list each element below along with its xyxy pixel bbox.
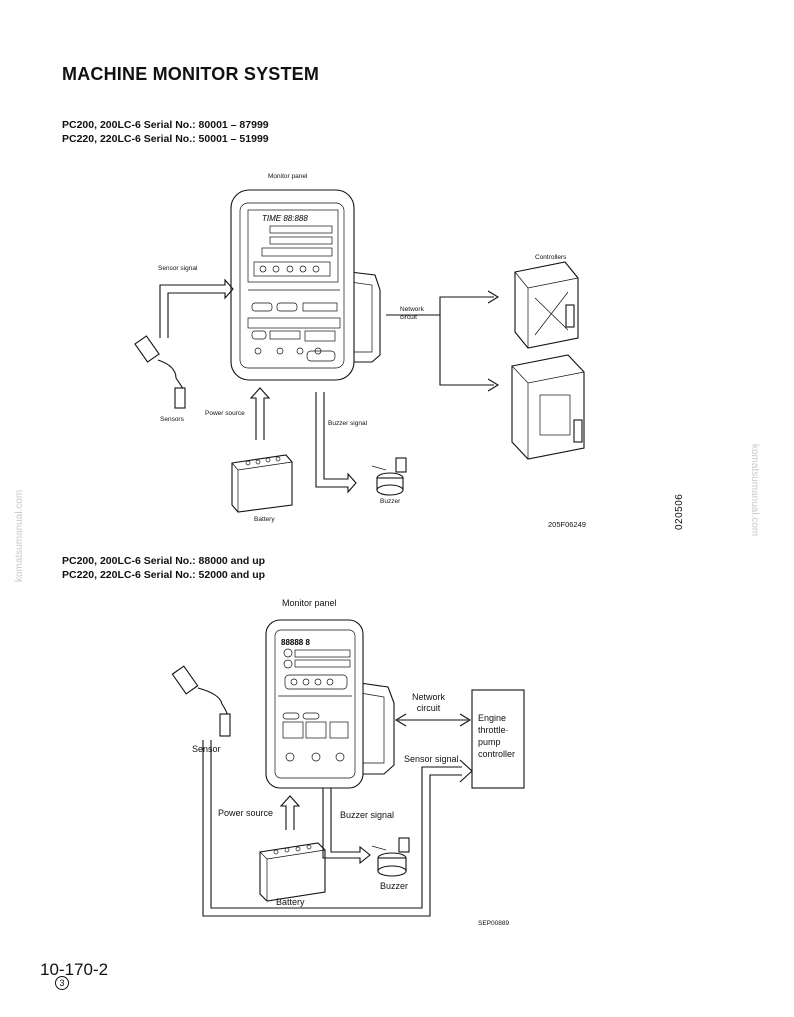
diagram1-serial-line2: PC220, 220LC-6 Serial No.: 50001 – 51999 (62, 133, 269, 145)
diagram1-figure-code: 205F06249 (548, 520, 586, 529)
controller-upper-illustration (514, 261, 579, 349)
diagram2-serial-line2: PC220, 220LC-6 Serial No.: 52000 and up (62, 569, 266, 581)
buzzer-signal-arrow-1 (315, 392, 357, 494)
power-source-arrow-2 (279, 795, 301, 830)
diagram2-controller-line3: pump (478, 737, 501, 747)
buzzer-1-illustration (371, 457, 407, 496)
diagram1-buzzer-signal-label: Buzzer signal (328, 420, 368, 427)
diagram2-network-label-line2: circuit (416, 703, 441, 713)
diagram1-sensor-signal-label: Sensor signal (158, 265, 198, 272)
svg-text:88888 8: 88888 8 (281, 638, 310, 647)
diagram2-monitor-panel-label: Monitor panel (282, 598, 337, 608)
diagram1-power-source-label: Power source (205, 410, 245, 417)
diagram2-controller-line2: throttle· (478, 725, 509, 735)
diagram2-battery-label: Battery (276, 897, 305, 907)
monitor-panel-1-illustration: TIME 88:888 (230, 189, 381, 381)
page-number: 10-170-2 (40, 960, 109, 979)
sensor-2-illustration (171, 665, 231, 737)
diagram2-network-circuit-label: Network circuit (412, 692, 445, 714)
revision-mark: 3 (55, 976, 69, 990)
diagram1-serial-line1: PC200, 200LC-6 Serial No.: 80001 – 87999 (62, 119, 269, 131)
battery-1-illustration (231, 454, 293, 513)
diagram1-serial-header: PC200, 200LC-6 Serial No.: 80001 – 87999… (62, 118, 269, 146)
network-arrow-left-2 (394, 713, 407, 727)
diagram1-network-label-line2: circuit (400, 314, 417, 321)
diagram2-serial-line1: PC200, 200LC-6 Serial No.: 88000 and up (62, 555, 266, 567)
diagram1-network-circuit-label: Network circuit (400, 306, 424, 322)
diagram2-buzzer-signal-label: Buzzer signal (340, 810, 395, 820)
network-arrow-upper-1 (386, 296, 494, 316)
diagram1-buzzer-label: Buzzer (380, 498, 401, 505)
sensors-1-illustration (134, 335, 186, 409)
diagram2-controller-line4: controller (478, 749, 516, 759)
diagram1-battery-label: Battery (254, 516, 275, 523)
diagram2-figure-code: SEP00889 (478, 920, 510, 927)
controller-lower-illustration (511, 354, 585, 460)
power-source-arrow-1 (249, 387, 271, 440)
diagram2-buzzer-label: Buzzer (380, 881, 409, 891)
watermark-left: komatsumanual.com (14, 489, 25, 582)
buzzer-signal-arrow-2 (322, 788, 371, 865)
sensor-signal-loop-2 (202, 740, 462, 917)
diagram2-sensor-signal-label: Sensor signal (404, 754, 459, 764)
svg-text:TIME 88:888: TIME 88:888 (262, 214, 308, 223)
diagram1-monitor-panel-label: Monitor panel (268, 173, 308, 180)
buzzer-2-illustration (371, 837, 410, 877)
controller-box-2 (471, 689, 525, 789)
network-arrow-lower-1 (487, 378, 500, 392)
network-arrow-right-2 (459, 713, 472, 727)
diagram2-power-source-label: Power source (218, 808, 274, 818)
battery-2-illustration (259, 842, 326, 902)
diagram1-network-label-line1: Network (400, 306, 424, 313)
diagram2-controller-label: Engine throttle· pump controller (478, 712, 515, 760)
diagram2-sensor-label: Sensor (192, 744, 221, 754)
sensor-signal-arrow-1 (159, 278, 234, 338)
diagram1-sensors-label: Sensors (160, 416, 184, 423)
diagram2-serial-header: PC200, 200LC-6 Serial No.: 88000 and up … (62, 554, 265, 582)
diagram2-controller-line1: Engine (478, 713, 507, 723)
diagram1-controllers-label: Controllers (535, 254, 567, 261)
page-title: MACHINE MONITOR SYSTEM (62, 64, 320, 84)
monitor-panel-2-illustration: 88888 8 (265, 619, 395, 789)
watermark-right: komatsumanual.com (749, 444, 760, 537)
diagram2-network-label-line1: Network (412, 692, 446, 702)
